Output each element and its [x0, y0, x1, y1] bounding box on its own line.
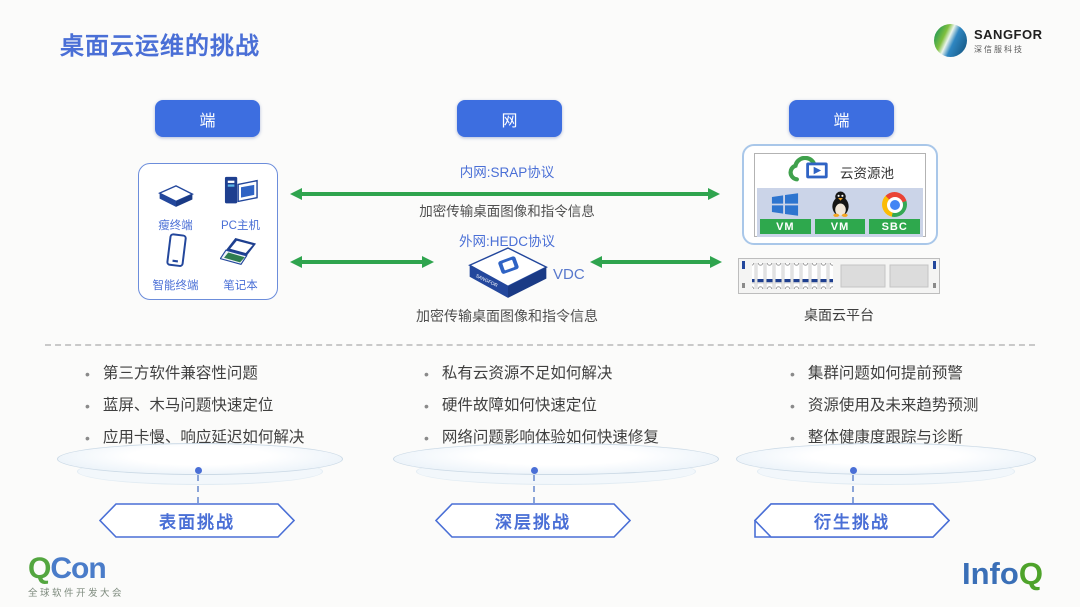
intranet-double-arrow	[290, 188, 720, 199]
infoq-logo-q: Q	[1018, 556, 1043, 591]
list-item: 硬件故障如何快速定位	[424, 395, 659, 417]
infoq-logo-info: Info	[962, 556, 1019, 591]
sangfor-logo: SANGFOR 深信服科技	[934, 24, 1043, 57]
derived-challenge-label: 衍生挑战	[814, 513, 890, 532]
surface-challenge-tag: 表面挑战	[99, 503, 295, 538]
pc-host-icon	[222, 175, 260, 214]
vm-cell-windows: VM	[760, 190, 811, 234]
qcon-logo-con: Con	[50, 552, 106, 585]
sangfor-logo-subtitle: 深信服科技	[974, 44, 1024, 54]
connector-center	[530, 467, 538, 503]
cloud-monitor-icon	[786, 155, 832, 189]
cloud-pool-title: 云资源池	[840, 166, 894, 181]
sangfor-logo-text: SANGFOR	[974, 26, 1043, 42]
qcon-logo: QCon 全球软件开发大会	[28, 552, 125, 600]
deep-challenge-label: 深层挑战	[495, 513, 571, 532]
list-item: 资源使用及未来趋势预测	[790, 395, 979, 417]
list-item: 整体健康度跟踪与诊断	[790, 427, 978, 449]
vm-tag: VM	[814, 219, 866, 234]
infoq-logo: InfoQ	[962, 558, 1043, 589]
device-thin-terminal: 瘦终端	[143, 172, 208, 233]
surface-challenge-label: 表面挑战	[159, 513, 235, 532]
sangfor-globe-icon	[934, 24, 967, 57]
internet-double-arrow-right	[590, 256, 722, 267]
list-item: 私有云资源不足如何解决	[424, 363, 659, 385]
page-title: 桌面云运维的挑战	[60, 33, 260, 60]
device-smart-terminal: 智能终端	[143, 233, 208, 294]
vdc-appliance-icon: SANGFOR	[462, 242, 554, 305]
list-item: 集群问题如何提前预警	[790, 363, 978, 385]
internet-description: 加密传输桌面图像和指令信息	[416, 308, 598, 324]
laptop-label: 笔记本	[223, 280, 258, 292]
vm-strip: VM VM SBC	[757, 188, 923, 237]
list-item: 网络问题影响体验如何快速修复	[424, 427, 659, 449]
cloud-pool-box: 云资源池 VM	[754, 153, 926, 237]
deep-challenges-list: 私有云资源不足如何解决 硬件故障如何快速定位 网络问题影响体验如何快速修复	[424, 363, 659, 449]
endpoint-node-right: 端	[789, 100, 894, 137]
list-item: 第三方软件兼容性问题	[85, 363, 304, 385]
platform-disc-center	[393, 443, 719, 499]
derived-challenge-tag: 衍生挑战	[754, 503, 950, 538]
linux-tux-icon	[829, 190, 852, 217]
intranet-description: 加密传输桌面图像和指令信息	[419, 204, 595, 219]
endpoint-node-left: 端	[155, 100, 260, 137]
device-laptop: 笔记本	[208, 233, 273, 294]
smart-terminal-label: 智能终端	[152, 280, 199, 292]
platform-disc-right	[736, 443, 1036, 499]
internet-double-arrow-left	[290, 256, 434, 267]
connector-right	[849, 467, 857, 503]
cloud-pool-header: 云资源池	[757, 155, 923, 189]
list-item: 应用卡慢、响应延迟如何解决	[85, 427, 305, 449]
connector-left	[194, 467, 202, 503]
laptop-icon	[218, 237, 262, 274]
internet-protocol-label: 外网:HEDC协议	[458, 234, 555, 249]
vm-tag: VM	[760, 219, 811, 234]
device-pc-host: PC主机	[208, 172, 273, 233]
list-item: 蓝屏、木马问题快速定位	[85, 395, 304, 417]
intranet-protocol-label: 内网:SRAP协议	[459, 165, 555, 180]
sbc-tag: SBC	[869, 219, 921, 234]
thin-terminal-label: 瘦终端	[158, 219, 193, 232]
windows-icon	[771, 190, 799, 217]
section-divider	[45, 344, 1035, 346]
vdc-label: VDC	[553, 266, 585, 283]
qcon-logo-subtitle: 全球软件开发大会	[28, 588, 125, 599]
deep-challenge-tag: 深层挑战	[435, 503, 631, 538]
pc-host-label: PC主机	[221, 219, 260, 232]
derived-challenges-list: 集群问题如何提前预警 资源使用及未来趋势预测 整体健康度跟踪与诊断	[790, 363, 979, 449]
smart-terminal-icon	[162, 233, 190, 274]
server-rack-icon	[738, 257, 940, 300]
qcon-logo-q: Q	[28, 552, 51, 585]
network-node: 网	[457, 100, 562, 137]
chrome-icon	[882, 190, 908, 217]
thin-terminal-icon	[156, 181, 196, 214]
surface-challenges-list: 第三方软件兼容性问题 蓝屏、木马问题快速定位 应用卡慢、响应延迟如何解决	[85, 363, 305, 449]
desktop-cloud-platform-label: 桌面云平台	[804, 307, 874, 323]
client-devices-box: 瘦终端 PC主机 智能终端	[138, 163, 278, 300]
vm-cell-chrome: SBC	[869, 190, 921, 234]
vm-cell-linux: VM	[814, 190, 866, 234]
